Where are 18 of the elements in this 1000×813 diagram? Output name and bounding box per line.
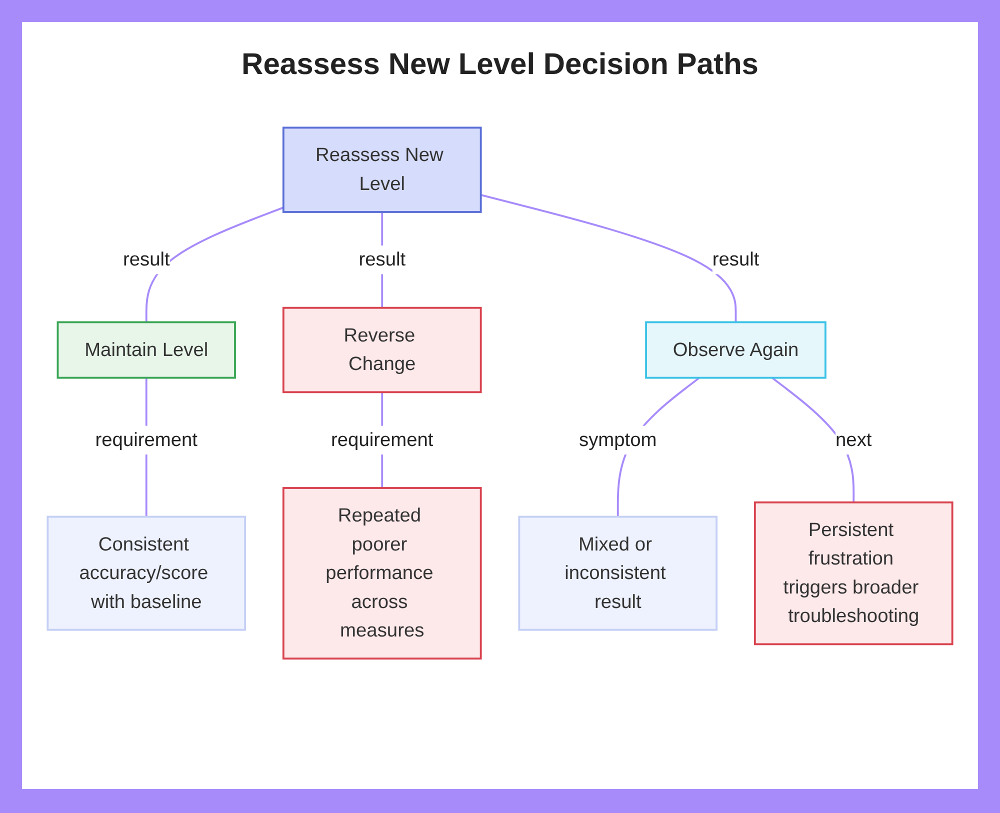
connector — [480, 194, 737, 322]
edge-label: next — [836, 430, 872, 451]
node-box: Persistent frustration triggers broader troubleshooting — [754, 501, 954, 646]
node-box: Reverse Change — [282, 306, 482, 394]
node-box: Maintain Level — [56, 321, 236, 379]
edge-label: result — [358, 249, 406, 270]
edge-label: result — [712, 249, 760, 270]
diagram-title: Reassess New Level Decision Paths — [240, 48, 760, 82]
node-box: Reassess New Level — [282, 126, 482, 213]
edge-label: requirement — [95, 430, 198, 451]
edge-label: requirement — [330, 430, 434, 451]
node-box: Repeated poorer performance across measures — [282, 487, 482, 660]
node-box: Consistent accuracy/score with baseline — [46, 516, 246, 631]
connector — [145, 206, 284, 322]
edge-label: symptom — [579, 430, 657, 451]
node-box: Mixed or inconsistent result — [518, 516, 718, 631]
node-box: Observe Again — [645, 321, 826, 379]
edge-label: result — [122, 249, 170, 270]
